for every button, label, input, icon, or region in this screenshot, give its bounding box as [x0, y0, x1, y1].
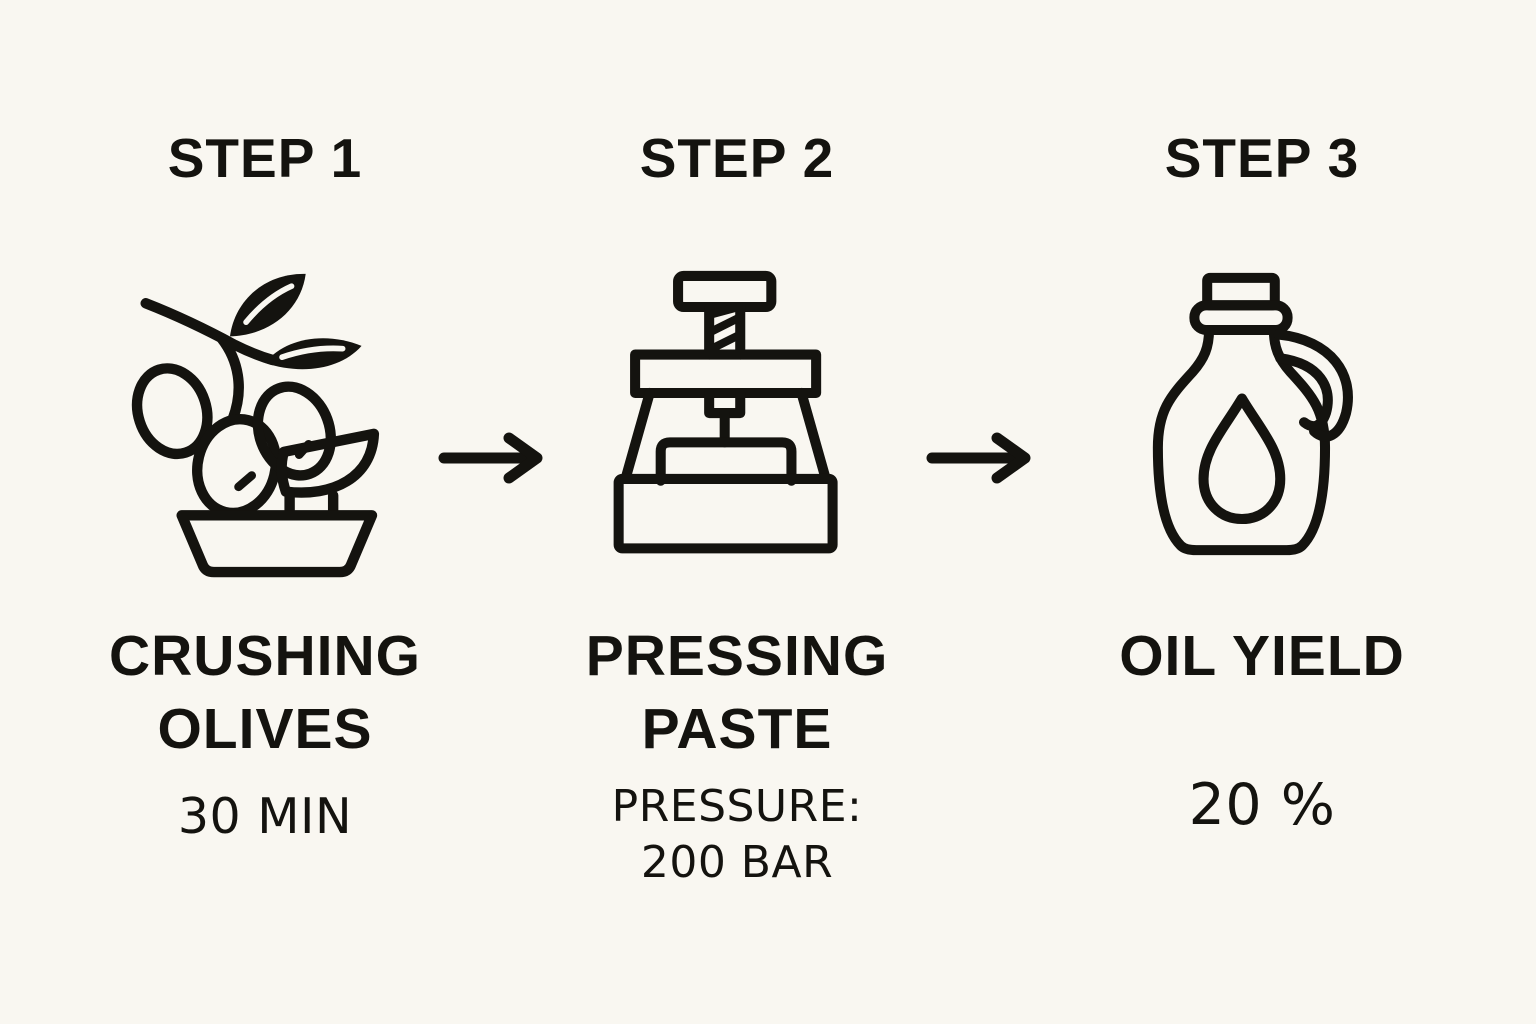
- step-3-title-line1: OIL YIELD: [1119, 624, 1405, 688]
- right-arrow-icon: [926, 432, 1031, 484]
- step-1-detail: 30 MIN: [30, 788, 500, 845]
- right-arrow-icon: [438, 432, 543, 484]
- olive-press-icon: [613, 270, 838, 554]
- step-2-detail-line2: 200 BAR: [640, 837, 834, 888]
- step-2-title: PRESSING PASTE: [502, 620, 972, 766]
- step-3-label: STEP 3: [1164, 127, 1360, 189]
- step-1-title-line1: CRUSHING: [108, 624, 421, 688]
- step-1-label: STEP 1: [167, 127, 363, 189]
- step-2-column: STEP 2 PRESSING PASTE: [502, 0, 972, 1024]
- step-3-detail-line1: 20 %: [1188, 772, 1336, 838]
- step-1-title: CRUSHING OLIVES: [30, 620, 500, 766]
- step-3-icon-wrap: [1027, 246, 1497, 582]
- step-2-icon-wrap: [502, 246, 972, 582]
- step-2-label: STEP 2: [639, 127, 835, 189]
- step-3-title: OIL YIELD: [1027, 620, 1497, 693]
- step-2-detail-line1: PRESSURE:: [611, 781, 863, 832]
- arrow-step2-to-step3: [926, 430, 1036, 486]
- step-3-column: STEP 3 OIL YIELD 20 %: [1027, 0, 1497, 1024]
- oil-jug-icon: [1152, 272, 1353, 556]
- step-1-detail-line1: 30 MIN: [177, 788, 353, 845]
- step-3-detail: 20 %: [1027, 772, 1497, 838]
- step-1-title-line2: OLIVES: [157, 697, 373, 761]
- step-1-icon-wrap: [30, 246, 500, 582]
- step-2-title-line1: PRESSING: [585, 624, 889, 688]
- olive-branch-bowl-icon: [131, 273, 380, 578]
- step-2-detail: PRESSURE: 200 BAR: [502, 779, 972, 891]
- step-2-title-line2: PASTE: [641, 697, 833, 761]
- arrow-step1-to-step2: [438, 430, 548, 486]
- step-1-column: STEP 1: [30, 0, 500, 1024]
